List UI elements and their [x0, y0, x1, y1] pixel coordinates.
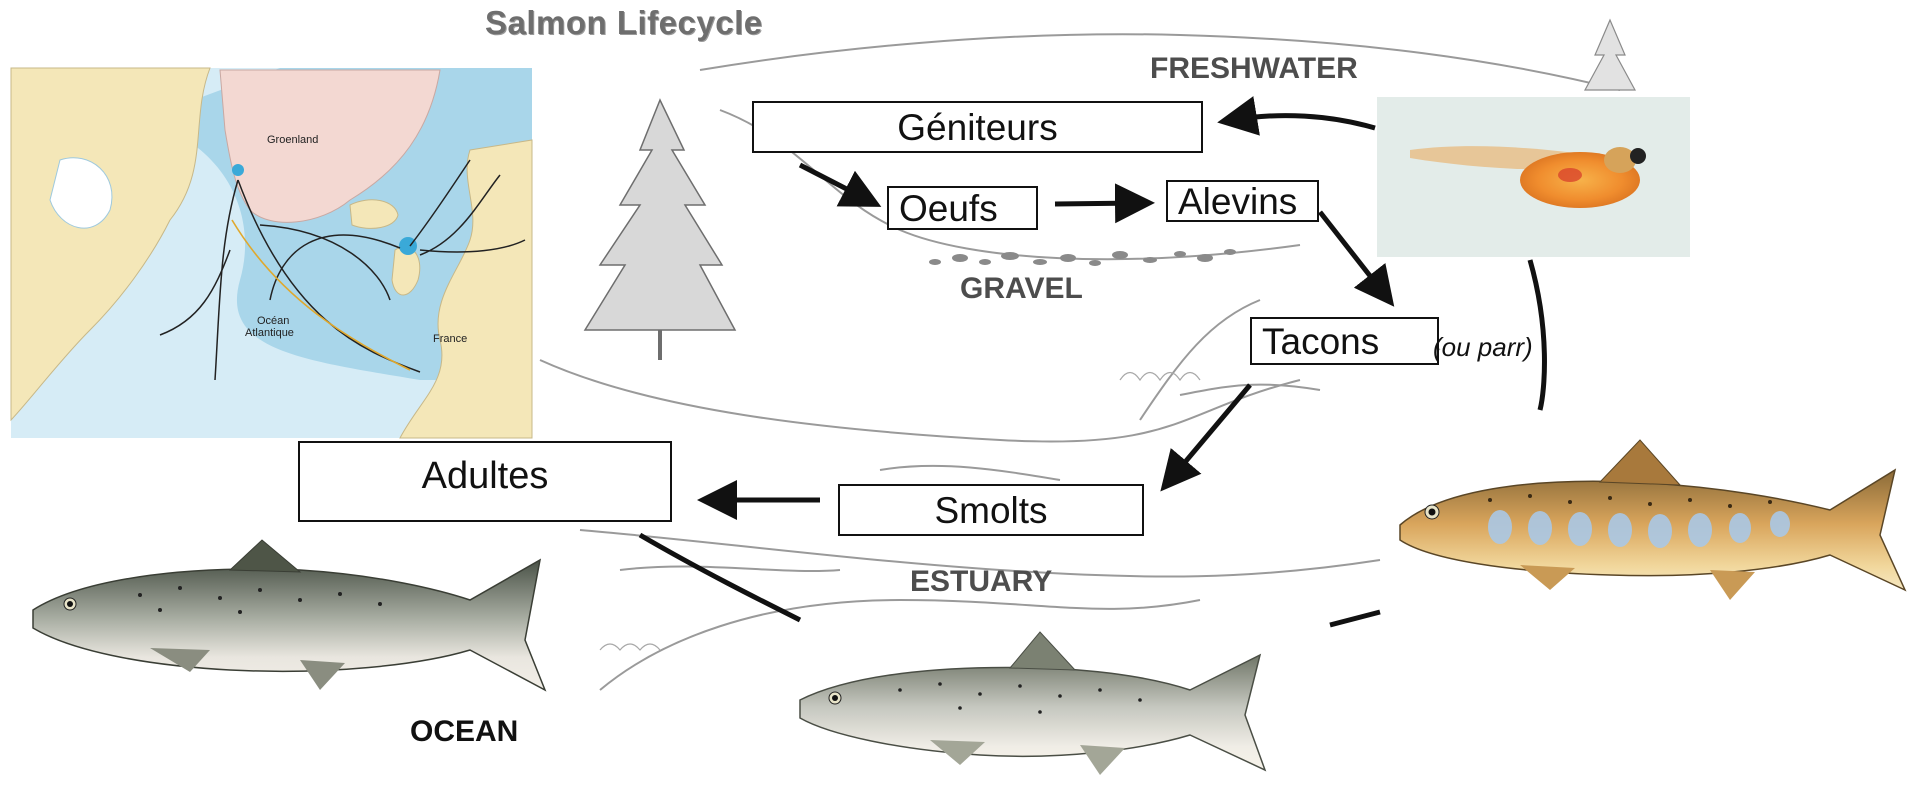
adult-salmon-fish	[33, 540, 545, 690]
smolt-fish	[800, 632, 1265, 775]
parr-fish	[1400, 440, 1905, 600]
